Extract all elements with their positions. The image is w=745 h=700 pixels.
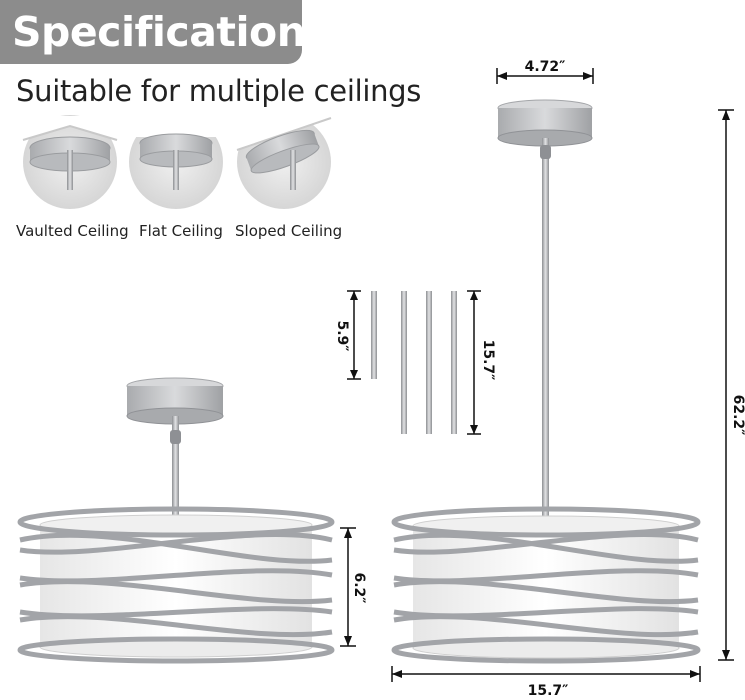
sloped-ceiling-label: Sloped Ceiling: [235, 222, 343, 240]
short-rod-lamp: [17, 377, 335, 664]
total-height-label: 62.2″: [730, 395, 745, 436]
sloped-ceiling-icon: [236, 112, 332, 209]
drum-width-label: 15.7″: [528, 683, 569, 699]
pendant-lamp: [391, 99, 701, 664]
canopy-width-dimension: 4.72″: [496, 59, 594, 84]
long-rod-label: 15.7″: [480, 340, 496, 381]
page-title: Specification: [12, 8, 306, 56]
flat-ceiling-icon: [129, 115, 223, 209]
vaulted-ceiling-label: Vaulted Ceiling: [16, 222, 129, 240]
short-rod-label: 5.9″: [334, 320, 350, 351]
drum-height-label: 6.2″: [351, 572, 367, 603]
title-badge: Specification: [0, 0, 306, 64]
vaulted-ceiling-icon: [22, 115, 118, 209]
flat-ceiling-label: Flat Ceiling: [139, 222, 223, 240]
page-subtitle: Suitable for multiple ceilings: [16, 74, 422, 108]
drum-width-dimension: 15.7″: [391, 666, 701, 699]
canopy-width-label: 4.72″: [525, 59, 566, 75]
total-height-dimension: 62.2″: [718, 109, 745, 661]
extension-rods: 5.9″ 15.7″: [334, 290, 496, 435]
drum-height-dimension: 6.2″: [340, 527, 367, 647]
